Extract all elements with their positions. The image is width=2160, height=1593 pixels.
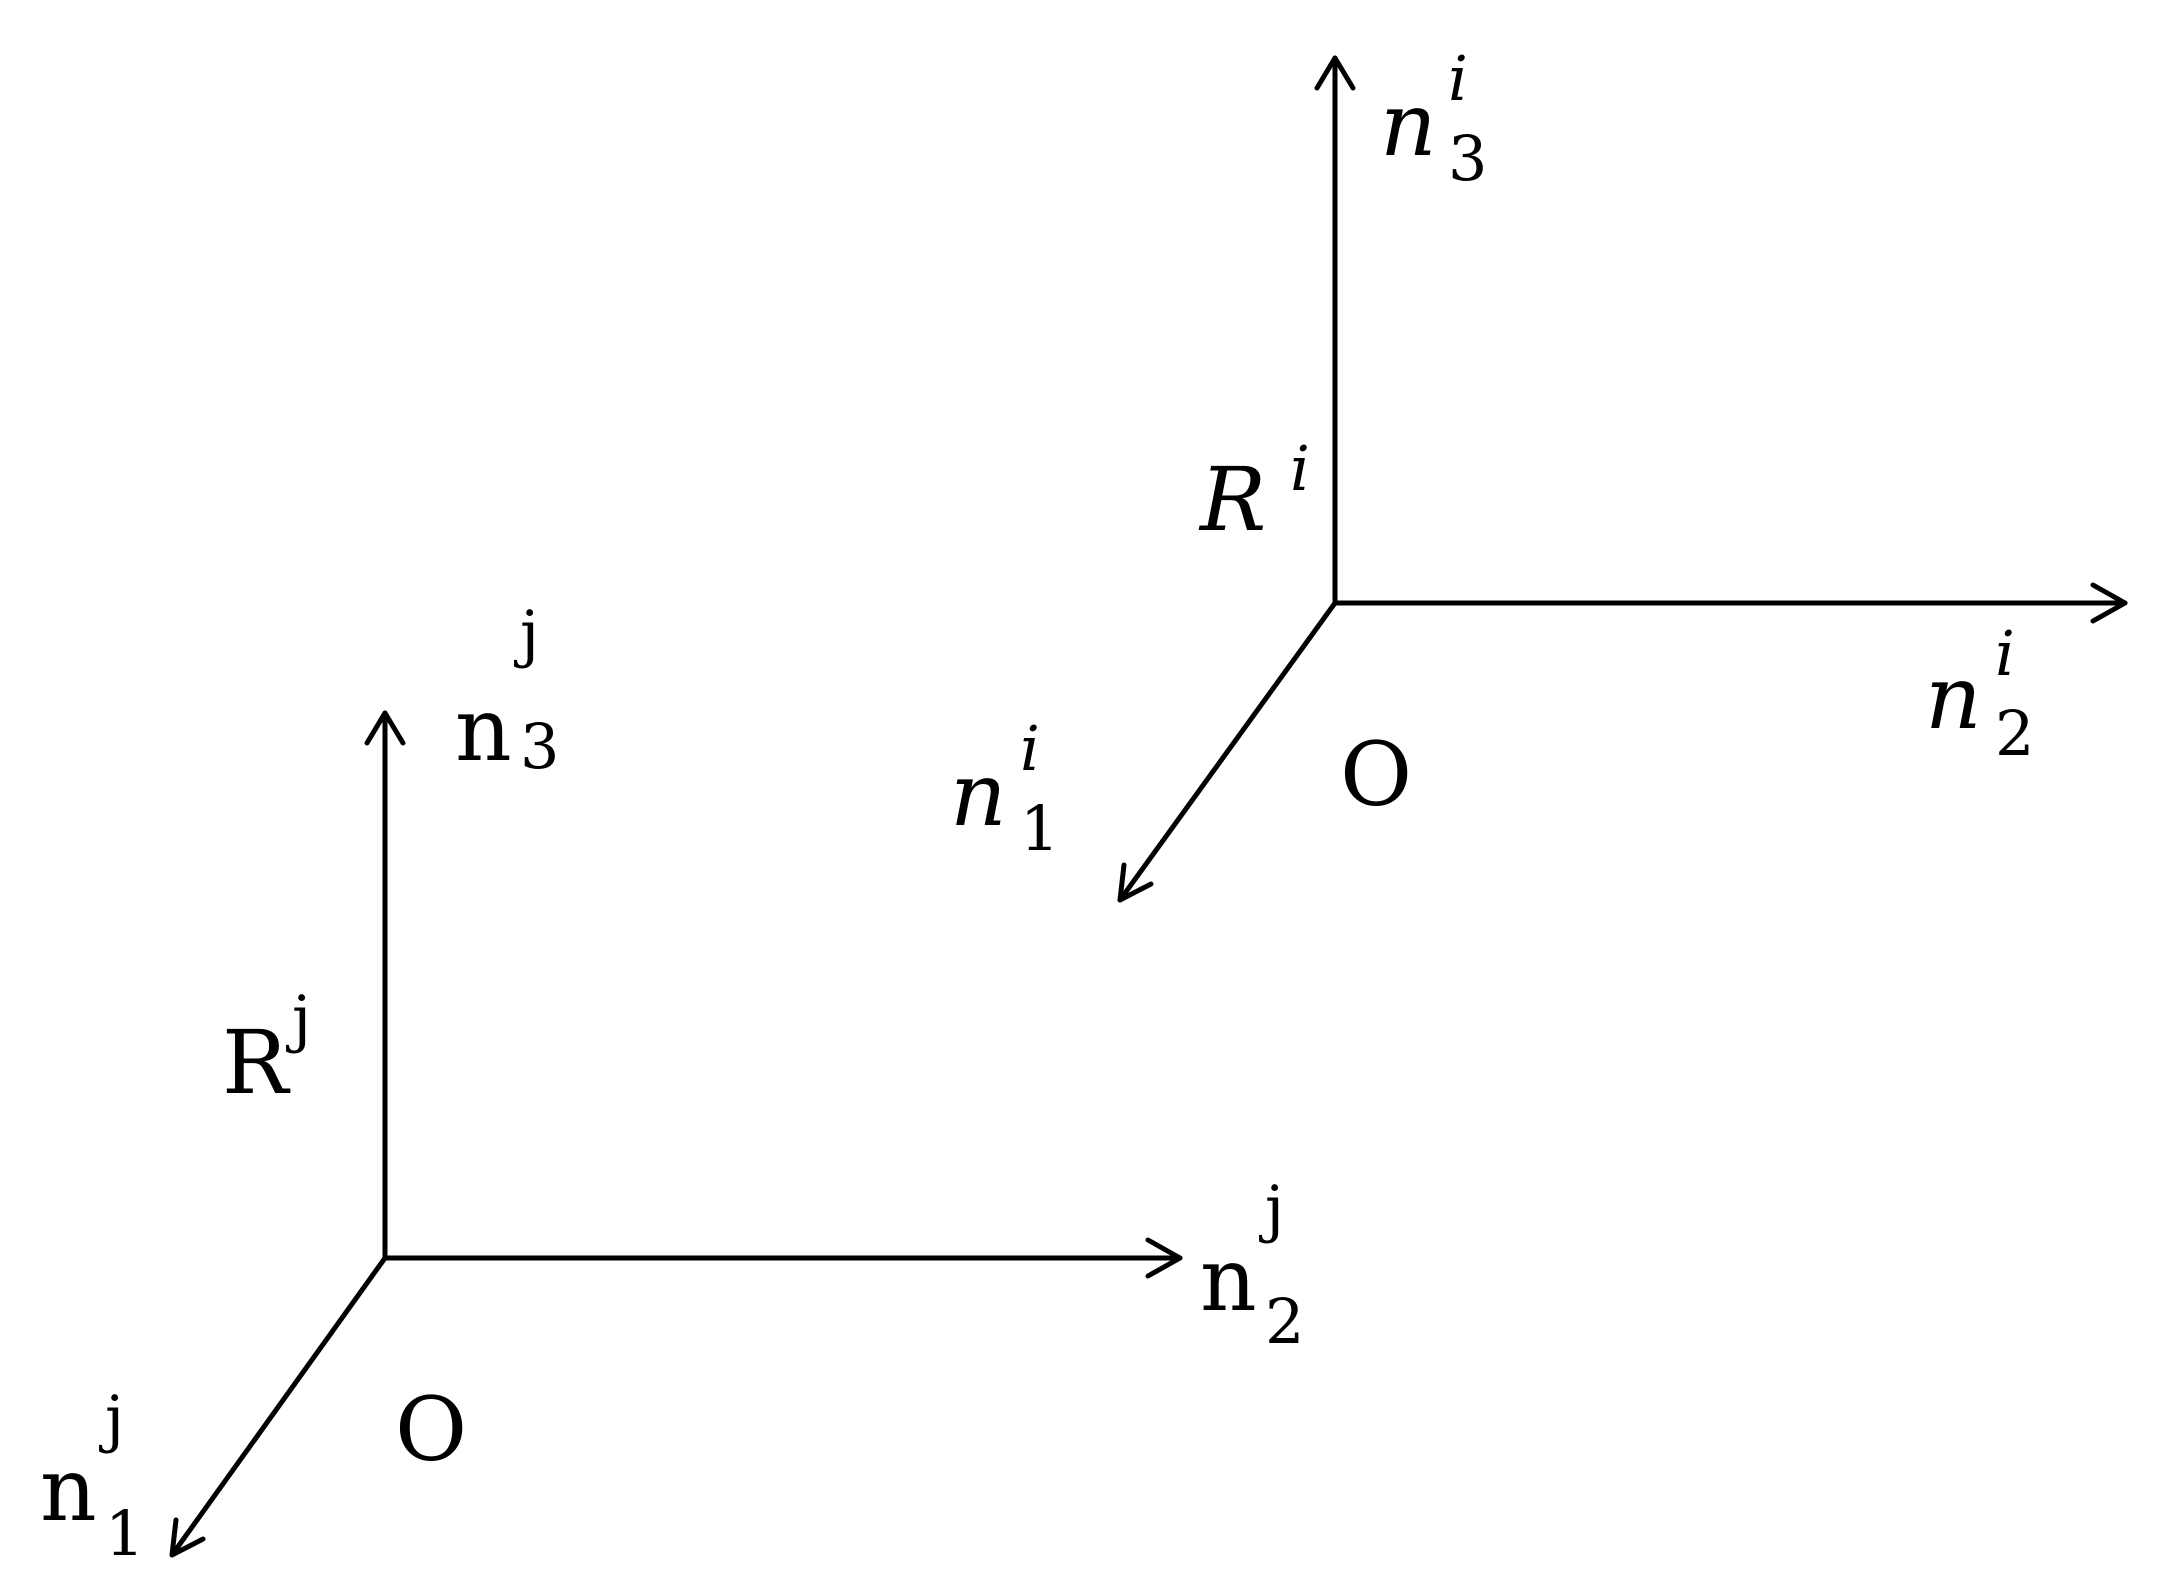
frame-i-rotation-label: R (1198, 448, 1266, 551)
frame-i-axis2-sup: i (1995, 617, 2015, 690)
frame-i-axis2-sub: 2 (1995, 697, 2034, 770)
frame-j-axis3-sub: 3 (520, 710, 559, 783)
frame-i-axis3-label: n (1380, 73, 1437, 176)
frame-j-axis3-arrowhead (364, 710, 406, 746)
frame-j-axis2-sup: j (1259, 1172, 1284, 1245)
frame-i-axis3-arrowhead (1314, 55, 1356, 91)
frame-i-rotation-sup: i (1290, 432, 1310, 505)
frame-j-origin-label: O (395, 1378, 467, 1481)
frame-i-axis1-sub: 1 (1020, 792, 1059, 865)
frame-i-axis1-sup: i (1020, 712, 1040, 785)
frame-j: n j 3 R j n j 2 O n j 1 (40, 597, 1304, 1570)
frame-i-axis3-sup: i (1448, 42, 1468, 115)
frame-j-axis2-arrowhead (1145, 1237, 1183, 1279)
frame-j-axis1-sub: 1 (105, 1497, 144, 1570)
frame-j-axis1-arrowhead (169, 1517, 206, 1558)
frame-i-axis1-line (1117, 600, 1338, 903)
frame-i-axis2-arrowhead (2090, 582, 2128, 624)
frame-j-rotation-label: R (222, 1011, 291, 1114)
frame-i-axis2-label: n (1925, 646, 1982, 749)
frame-j-axis2-label: n (1200, 1228, 1257, 1331)
frame-i-axis3-sub: 3 (1448, 122, 1487, 195)
frame-i-origin-label: O (1340, 723, 1412, 826)
frame-j-axis1-line (169, 1255, 388, 1558)
frame-i: n i 3 R i n i 2 O n i 1 (950, 42, 2128, 903)
frame-j-axis3-label: n (455, 678, 512, 781)
frame-j-axis2-sub: 2 (1265, 1285, 1304, 1358)
frame-j-axis1-sup: j (99, 1382, 124, 1455)
frame-j-axis1-label: n (40, 1438, 97, 1541)
frame-i-axis1-label: n (950, 743, 1007, 846)
frame-j-rotation-sup: j (286, 982, 311, 1055)
frame-i-axis1-arrowhead (1117, 862, 1154, 903)
frame-j-axis3-sup: j (514, 597, 539, 670)
